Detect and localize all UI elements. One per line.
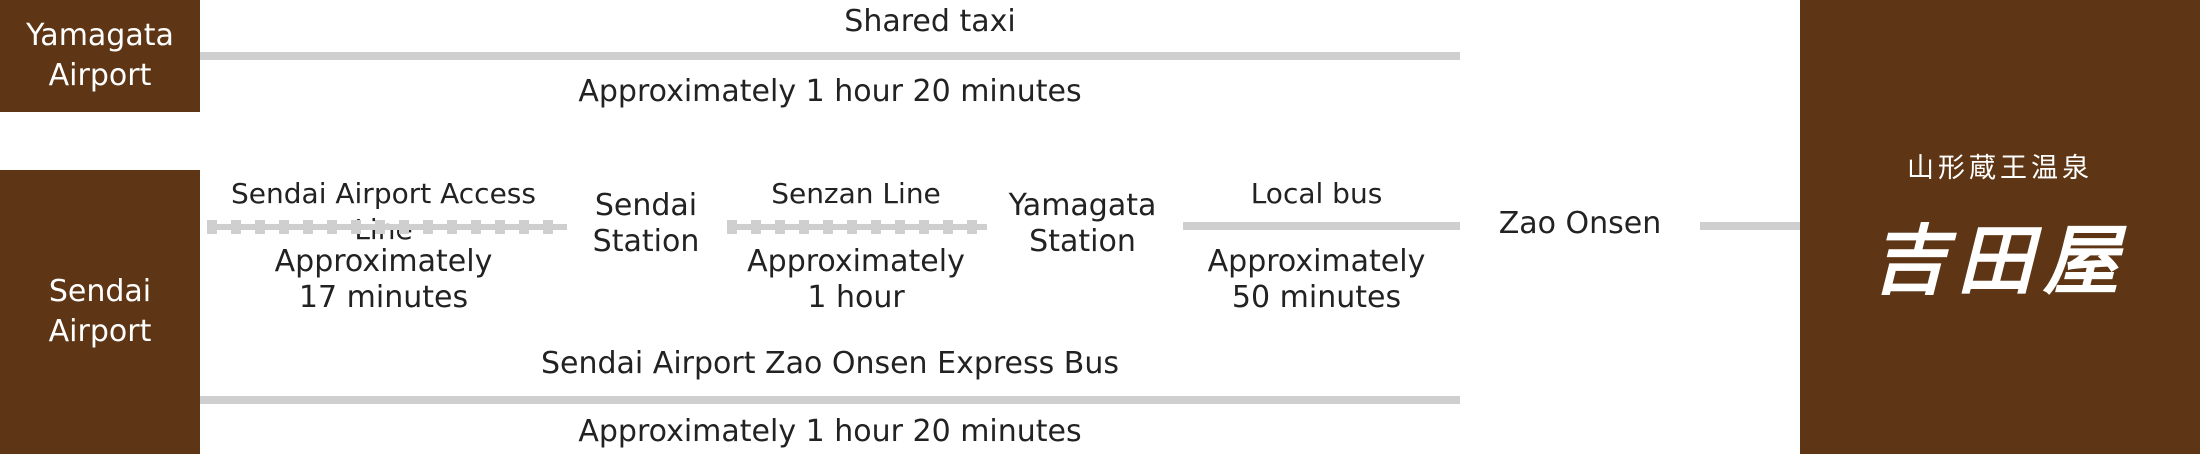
- origin-sendai-airport-label: Sendai Airport: [48, 274, 152, 349]
- station-zao-onsen: Zao Onsen: [1498, 206, 1662, 241]
- route-express-bus-line: [200, 396, 1460, 404]
- origin-yamagata-airport: Yamagata Airport: [0, 0, 200, 112]
- origin-yamagata-airport-label: Yamagata Airport: [26, 18, 174, 93]
- route-access-line-duration: Approximately 17 minutes: [274, 244, 493, 315]
- route-local-bus-line: [1183, 222, 1460, 230]
- origin-sendai-airport: Sendai Airport: [0, 170, 200, 454]
- route-shared-taxi-name: Shared taxi: [844, 4, 1016, 39]
- route-express-bus-duration: Approximately 1 hour 20 minutes: [578, 414, 1082, 449]
- route-local-bus-name: Local bus: [1250, 177, 1383, 210]
- destination-ryokan: 山形蔵王温泉 吉田屋: [1800, 0, 2200, 454]
- route-access-line-rail: [207, 220, 567, 234]
- destination-ryokan-logo: 吉田屋: [1871, 215, 2129, 305]
- destination-area-label: 山形蔵王温泉: [1907, 152, 2093, 184]
- station-sendai: Sendai Station: [592, 188, 700, 259]
- route-local-bus-duration: Approximately 50 minutes: [1207, 244, 1426, 315]
- route-express-bus-name: Sendai Airport Zao Onsen Express Bus: [540, 346, 1120, 381]
- route-senzan-line-name: Senzan Line: [771, 177, 941, 210]
- route-senzan-line-rail: [727, 220, 987, 234]
- zao-to-ryokan-line: [1700, 222, 1800, 230]
- station-yamagata: Yamagata Station: [1008, 188, 1157, 259]
- route-senzan-line-duration: Approximately 1 hour: [747, 244, 965, 315]
- route-shared-taxi-line: [200, 52, 1460, 60]
- route-shared-taxi-duration: Approximately 1 hour 20 minutes: [578, 74, 1082, 109]
- route-access-line-name: Sendai Airport Access Line: [231, 177, 536, 246]
